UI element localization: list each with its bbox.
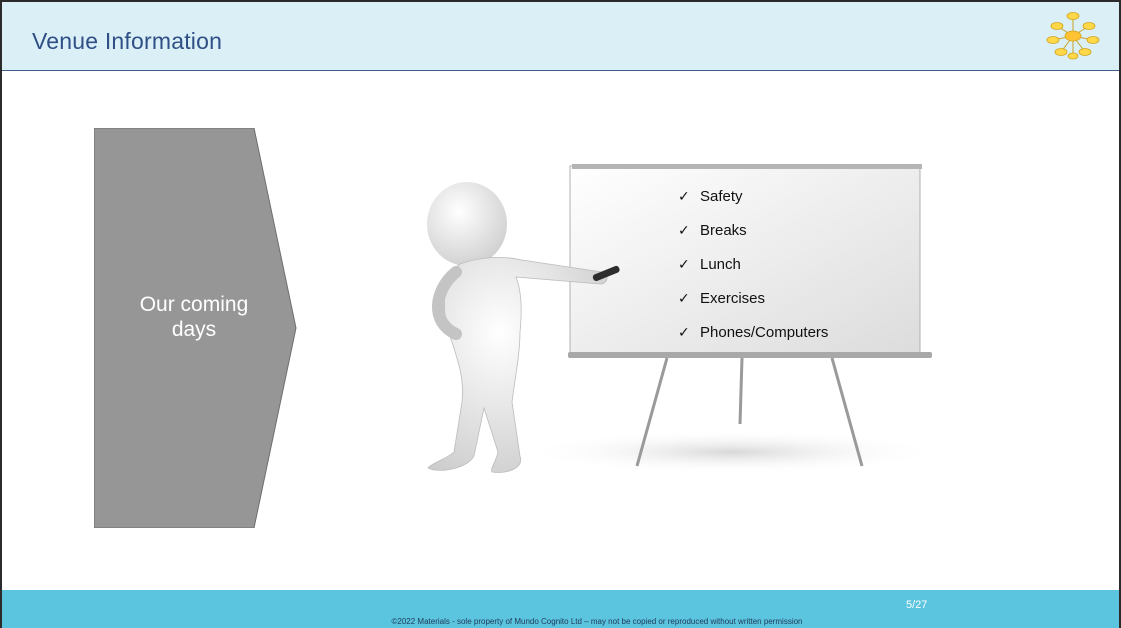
stick-figure: [427, 182, 620, 473]
checklist-item: ✓ Safety: [678, 186, 828, 220]
chevron-shape: [94, 128, 297, 528]
checkmark-icon: ✓: [678, 257, 690, 273]
floor-shadow: [522, 430, 942, 474]
checkmark-icon: ✓: [678, 189, 690, 205]
slide-footer: ©2022 Materials - sole property of Mundo…: [2, 590, 1119, 628]
checklist-item: ✓ Phones/Computers: [678, 322, 828, 356]
mind-map-logo-icon: [1046, 12, 1100, 60]
checklist-item: ✓ Lunch: [678, 254, 828, 288]
chevron-label-line2: days: [171, 318, 217, 341]
page-number: 5/27: [906, 599, 928, 611]
whiteboard-easel: [568, 164, 932, 467]
chevron-label: Our coming days: [94, 292, 294, 342]
checklist-item-label: Safety: [700, 188, 743, 205]
checklist-item: ✓ Exercises: [678, 288, 828, 322]
copyright-notice: ©2022 Materials - sole property of Mundo…: [391, 617, 803, 626]
checklist-item-label: Phones/Computers: [700, 324, 829, 341]
checklist-item-label: Lunch: [700, 256, 741, 273]
chevron-label-line1: Our coming: [139, 293, 249, 316]
checkmark-icon: ✓: [678, 291, 690, 307]
slide-header: Venue Information: [2, 2, 1119, 71]
checklist: ✓ Safety ✓ Breaks ✓ Lunch ✓ Exercises ✓ …: [678, 186, 828, 356]
checklist-item-label: Exercises: [700, 290, 766, 307]
slide-title: Venue Information: [32, 28, 223, 54]
checkmark-icon: ✓: [678, 223, 690, 239]
checklist-item: ✓ Breaks: [678, 220, 828, 254]
checklist-item-label: Breaks: [700, 222, 747, 239]
presenter-illustration: [427, 164, 942, 474]
checkmark-icon: ✓: [678, 325, 690, 341]
